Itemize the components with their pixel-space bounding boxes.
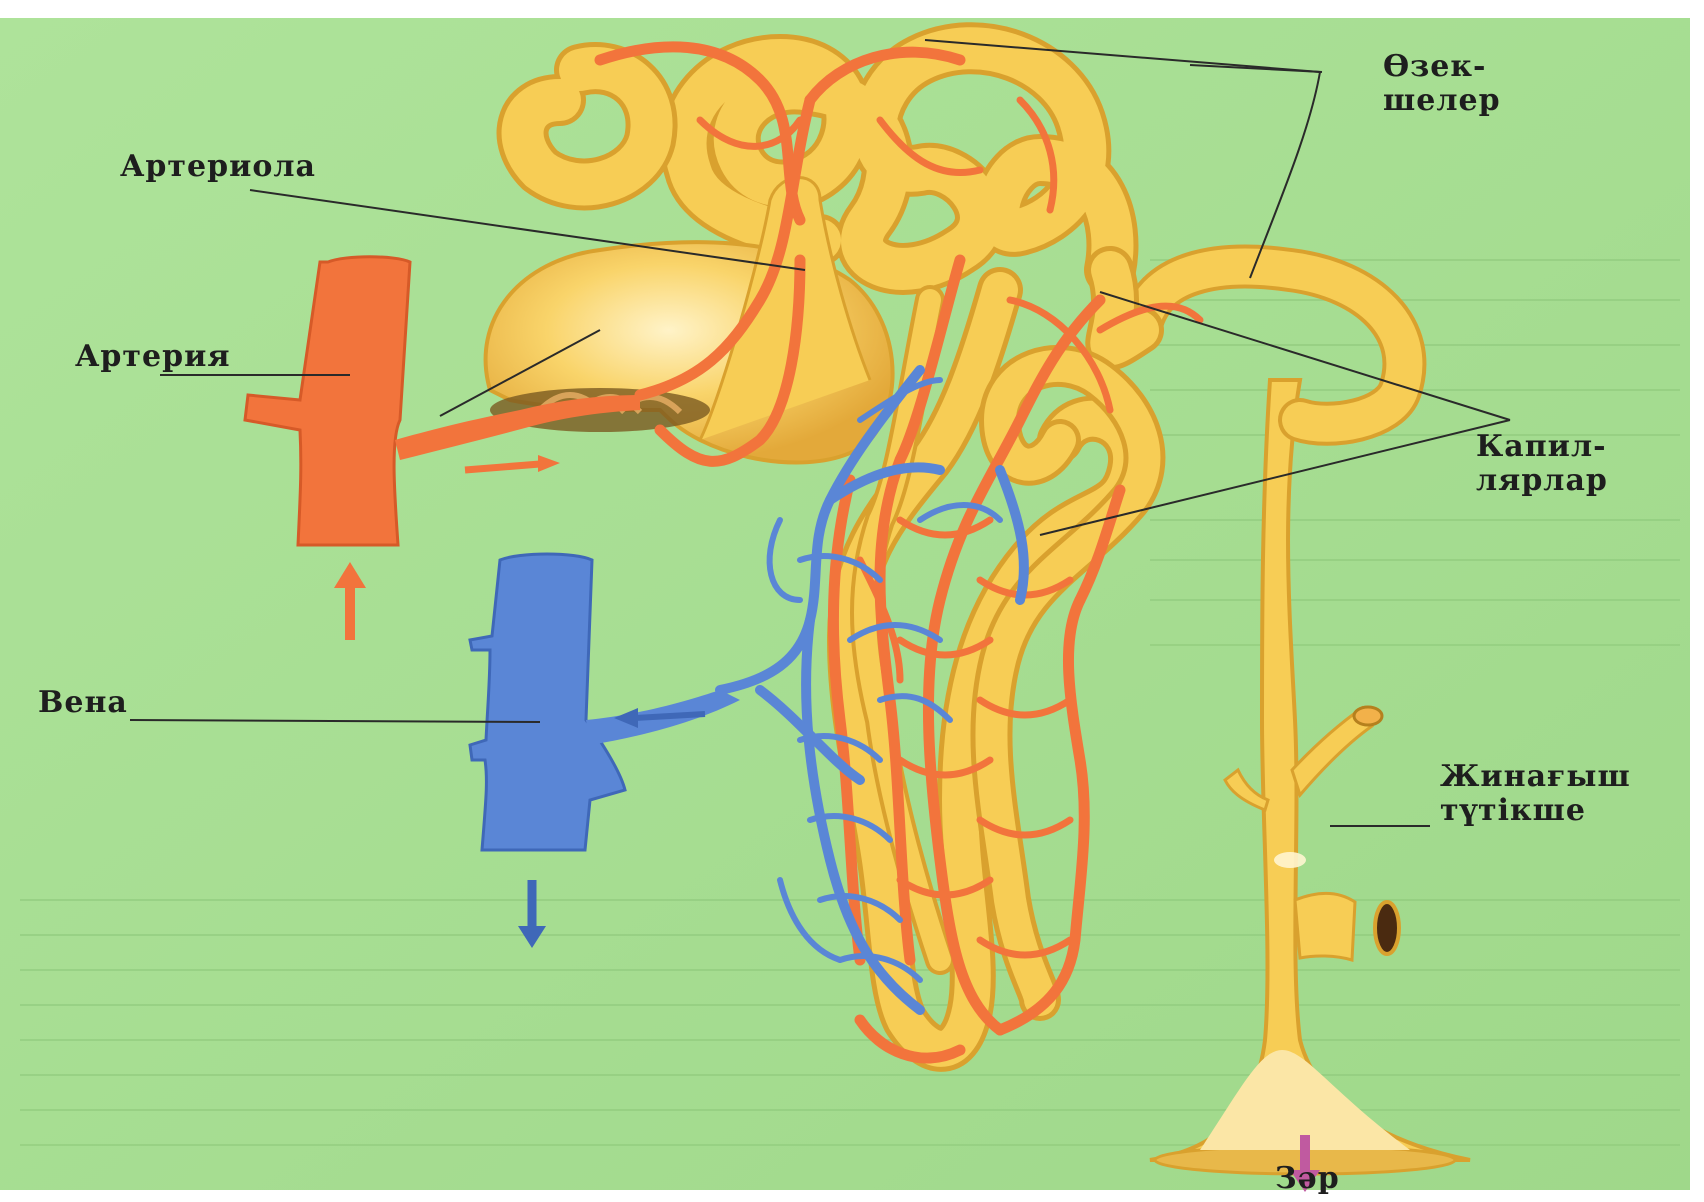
label-arteria: Артерия xyxy=(75,340,230,374)
label-kapillyar-line2: лярлар xyxy=(1476,464,1608,498)
label-ozekshe-line1: Өзек- xyxy=(1383,50,1501,84)
label-kapillyar: Капил- лярлар xyxy=(1476,430,1608,498)
label-zhinagysh: Жинағыш түтікше xyxy=(1440,760,1631,828)
label-zhinagysh-line1: Жинағыш xyxy=(1440,760,1631,794)
label-zhinagysh-line2: түтікше xyxy=(1440,794,1631,828)
label-vena: Вена xyxy=(38,686,128,720)
label-zar: Зәр xyxy=(1275,1162,1340,1196)
label-kapillyar-line1: Капил- xyxy=(1476,430,1608,464)
label-arteriola: Артериола xyxy=(120,150,316,184)
label-ozekshe: Өзек- шелер xyxy=(1383,50,1501,118)
label-ozekshe-line2: шелер xyxy=(1383,84,1501,118)
